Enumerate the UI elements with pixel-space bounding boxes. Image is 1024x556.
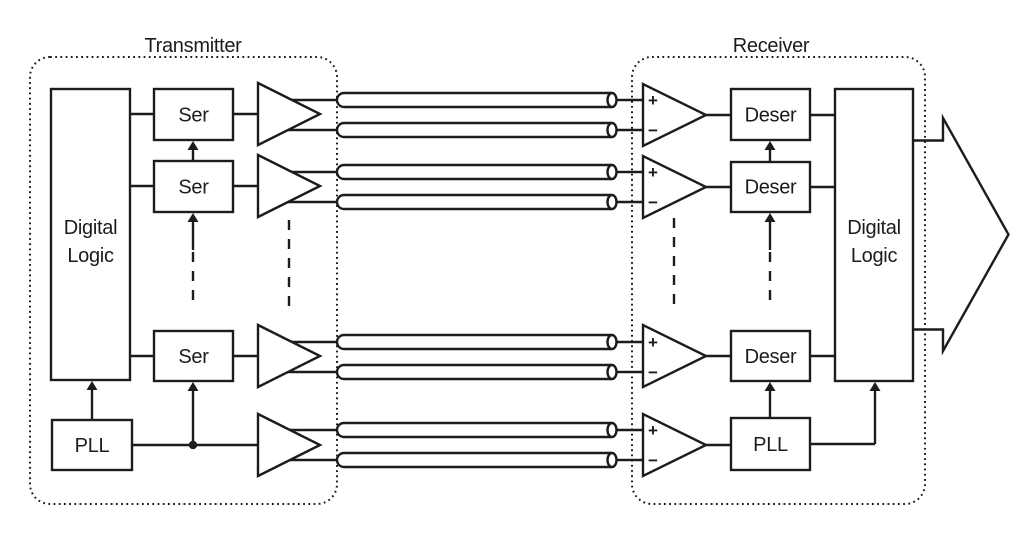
- cable-body: [335, 91, 612, 109]
- tx-pll-label: PLL: [75, 435, 110, 457]
- rx-digital-logic-label-line2: Logic: [851, 245, 898, 267]
- cable-end-cap: [606, 333, 618, 351]
- tx-driver1-triangle: [256, 81, 323, 147]
- cable-lane1-n: [335, 121, 618, 139]
- cable-end-cap: [606, 163, 618, 181]
- rx-amp1-minus-label: −: [648, 121, 658, 140]
- rx-digital-logic-box: [833, 87, 915, 383]
- transmitter-container-border: [29, 56, 338, 505]
- cable-body: [335, 363, 612, 381]
- cable-end-cap: [606, 193, 618, 211]
- arrowhead-deser3: [764, 382, 776, 391]
- rx-amp3-minus-label: −: [648, 363, 658, 382]
- tx-ser2-box: [152, 159, 235, 214]
- receiver-clock-arrows: [672, 141, 881, 444]
- rx-pll-box: [729, 416, 812, 472]
- cable-clock-n: [335, 451, 618, 469]
- arrowhead-rx-logic: [869, 382, 881, 391]
- transmitter-blocks: Digital Logic Ser Ser Ser PLL: [49, 87, 235, 472]
- rx-deser1-box: [729, 87, 812, 142]
- cable-end-cap: [606, 91, 618, 109]
- receiver-wires: [617, 98, 875, 462]
- cable-end-cap: [606, 421, 618, 439]
- arrowhead-ser2: [187, 213, 199, 222]
- arrowhead-tx-logic: [86, 381, 98, 390]
- rx-amp2-plus-label: +: [648, 163, 658, 182]
- arrowhead-deser1: [764, 141, 776, 150]
- rx-clock-amp-minus-label: −: [648, 451, 658, 470]
- cable-body: [335, 121, 612, 139]
- tx-ser2-label: Ser: [178, 177, 209, 199]
- cable-body: [335, 193, 612, 211]
- rx-deser3-label: Deser: [745, 346, 797, 368]
- tx-ser1-box: [152, 87, 235, 142]
- tx-pll-box: [50, 418, 134, 472]
- cable-laneN-p: [335, 333, 618, 351]
- clock-junction-dot: [188, 440, 198, 450]
- cable-end-cap: [606, 121, 618, 139]
- rx-amp3-plus-label: +: [648, 333, 658, 352]
- transmitter-title: Transmitter: [144, 35, 242, 57]
- tx-driver2-triangle: [256, 153, 323, 219]
- arrowhead-deser2: [764, 213, 776, 222]
- cable-lane2-p: [335, 163, 618, 181]
- tx-ser1-label: Ser: [178, 105, 209, 127]
- rx-deser2-box: [729, 160, 812, 214]
- rx-pll-label: PLL: [753, 434, 788, 456]
- arrowhead-ser3: [187, 382, 199, 391]
- receiver-title: Receiver: [733, 35, 810, 57]
- parallel-output-arrow: [913, 113, 1010, 356]
- receiver-amplifiers: + − + − + − + −: [641, 82, 709, 478]
- cable-laneN-n: [335, 363, 618, 381]
- rx-amp1-plus-label: +: [648, 91, 658, 110]
- tx-clock-driver-triangle: [256, 412, 323, 478]
- tx-ser3-box: [152, 329, 235, 383]
- transmitter-drivers: [256, 81, 323, 478]
- tx-digital-logic-label-line1: Digital: [64, 217, 117, 239]
- rx-deser1-label: Deser: [745, 105, 797, 127]
- arrowhead-ser1: [187, 141, 199, 150]
- tx-driver3-triangle: [256, 323, 323, 389]
- rx-amp2-minus-label: −: [648, 193, 658, 212]
- cable-end-cap: [606, 363, 618, 381]
- rx-amp2-triangle: [641, 154, 709, 220]
- rx-digital-logic-label-line1: Digital: [847, 217, 900, 239]
- rx-amp1-triangle: [641, 82, 709, 148]
- cable-body: [335, 451, 612, 469]
- transmitter-clock-arrows: [86, 141, 291, 450]
- cable-clock-p: [335, 421, 618, 439]
- rx-clock-amp-plus-label: +: [648, 421, 658, 440]
- rx-clock-amp-triangle: [641, 412, 709, 478]
- cable-body: [335, 333, 612, 351]
- tx-digital-logic-box: [49, 87, 132, 382]
- tx-digital-logic-label-line2: Logic: [67, 245, 114, 267]
- rx-amp3-triangle: [641, 323, 709, 389]
- receiver-container-border: [631, 56, 926, 505]
- tx-ser3-label: Ser: [178, 346, 209, 368]
- cable-lane2-n: [335, 193, 618, 211]
- channel-cables: [335, 91, 618, 469]
- receiver-blocks: Deser Deser Deser PLL Digital Logic: [729, 87, 915, 472]
- cable-lane1-p: [335, 91, 618, 109]
- cable-body: [335, 163, 612, 181]
- cable-body: [335, 421, 612, 439]
- rx-deser2-label: Deser: [745, 177, 797, 199]
- rx-deser3-box: [729, 329, 812, 383]
- cable-end-cap: [606, 451, 618, 469]
